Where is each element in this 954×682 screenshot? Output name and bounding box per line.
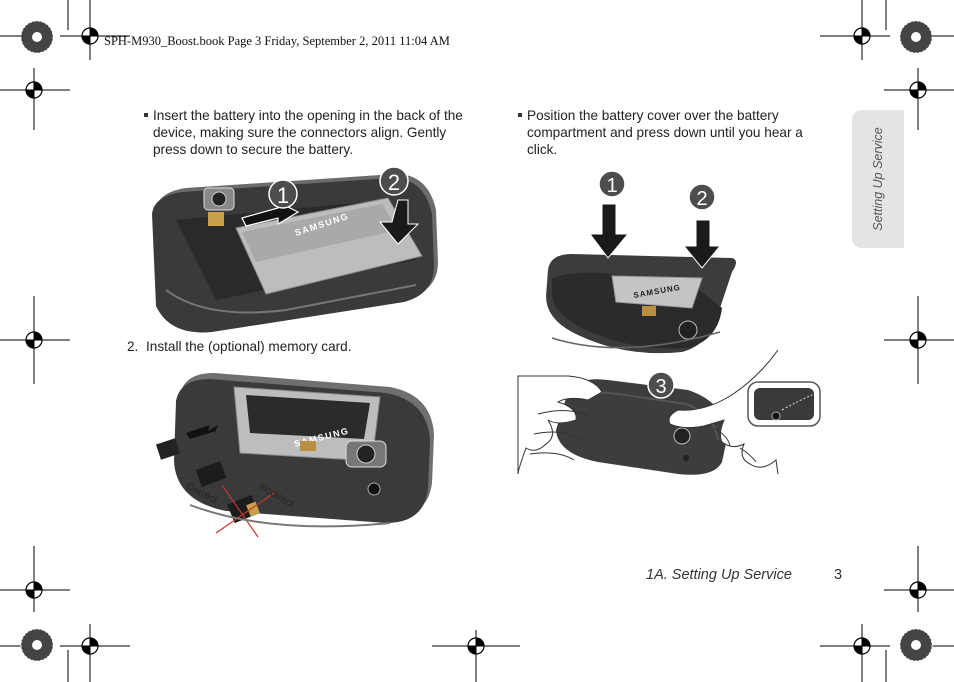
right-bullet-text: Position the battery cover over the batt…: [527, 108, 803, 157]
side-tab-label: Setting Up Service: [871, 127, 885, 231]
left-bullet-text: Insert the battery into the opening in t…: [153, 108, 463, 157]
step-number: 2.: [127, 339, 139, 354]
right-bullet-paragraph: Position the battery cover over the batt…: [518, 107, 832, 158]
figure-press-cover: [517, 349, 821, 475]
figure-memory-card: SAMSUNG Correct Incorrect: [156, 373, 434, 538]
running-head: SPH-M930_Boost.book Page 3 Friday, Septe…: [104, 34, 450, 48]
left-bullet-paragraph: Insert the battery into the opening in t…: [144, 107, 465, 158]
footer-section: 1A. Setting Up Service: [646, 567, 792, 583]
bullet-icon: [144, 113, 148, 117]
bullet-icon: [518, 113, 522, 117]
page-number: 3: [834, 567, 843, 583]
side-tab: Setting Up Service: [852, 110, 904, 248]
figure-battery-cover: SAMSUNG: [546, 203, 736, 354]
step-text: Install the (optional) memory card.: [146, 339, 352, 354]
step-2: 2. Install the (optional) memory card.: [127, 339, 352, 354]
figure-insert-battery: SAMSUNG: [152, 174, 438, 333]
